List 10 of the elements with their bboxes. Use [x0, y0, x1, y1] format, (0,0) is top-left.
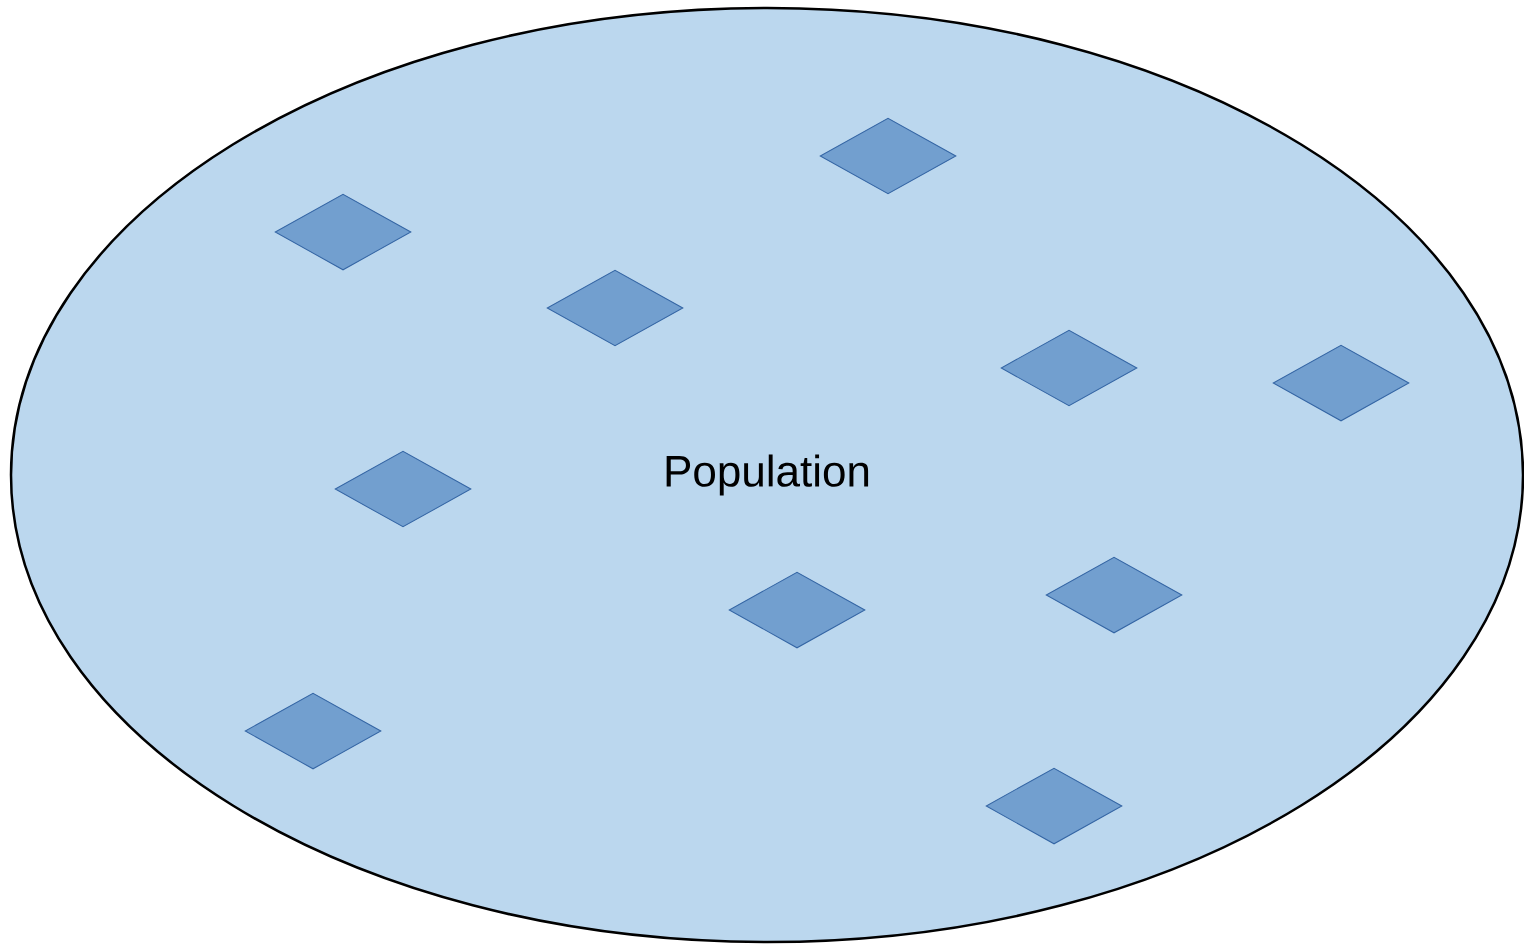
diamond-shape — [546, 269, 684, 347]
diamond-shape — [244, 692, 382, 770]
diamond-shape — [728, 571, 866, 649]
diamond-shape — [819, 117, 957, 195]
diamond-shape — [1000, 329, 1138, 407]
diamond-shape — [1272, 344, 1410, 422]
diamond-shape — [334, 450, 472, 528]
diamond-shape — [274, 193, 412, 271]
diamond-shape — [1045, 556, 1183, 634]
diamond-shape — [985, 767, 1123, 845]
